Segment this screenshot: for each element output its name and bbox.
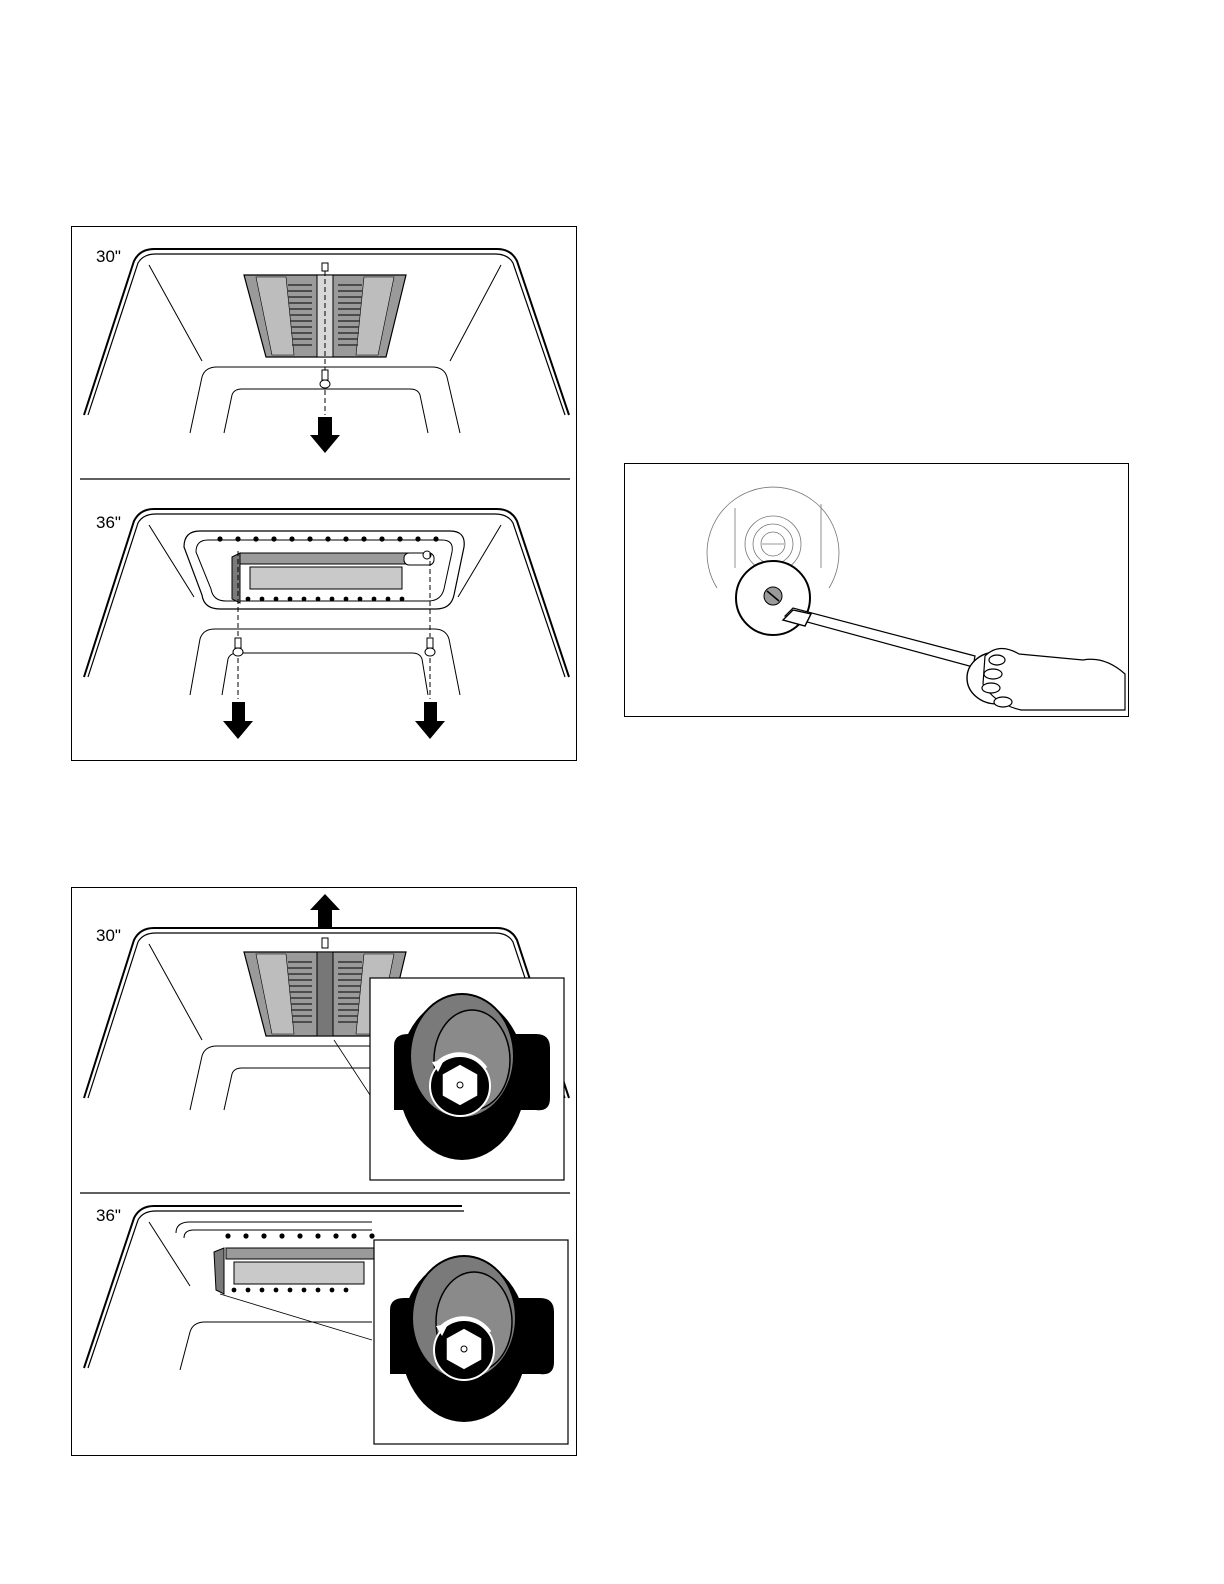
arrow-down-30 (310, 417, 340, 453)
valve-adjust-illustration (625, 464, 1130, 718)
burner-holes-top (217, 536, 438, 541)
cavity-walls-36 (149, 525, 501, 695)
figure-loosen-orifice: 30" 36" (71, 887, 577, 1456)
burner-bracket-36 (214, 1248, 376, 1294)
arrow-up-30 (310, 894, 340, 928)
burner-cover-30 (244, 263, 406, 357)
loosen-orifice-illustration (72, 888, 578, 1457)
oven-cavity-36 (84, 509, 569, 677)
screw-36-right (425, 638, 435, 656)
cavity-walls-36 (149, 1222, 372, 1370)
figure-remove-burner-cover: 30" 36" (71, 226, 577, 761)
arrow-down-36-left (223, 702, 253, 739)
hand (982, 648, 1125, 710)
detail-inset-30 (370, 978, 564, 1180)
figure-adjust-valve (624, 463, 1129, 717)
screw-36-left (233, 638, 243, 656)
screw-30 (320, 370, 330, 388)
burner-bracket-36 (232, 551, 434, 603)
arrow-down-36-right (415, 702, 445, 739)
detail-inset-36 (374, 1240, 568, 1444)
remove-cover-illustration (72, 227, 578, 762)
